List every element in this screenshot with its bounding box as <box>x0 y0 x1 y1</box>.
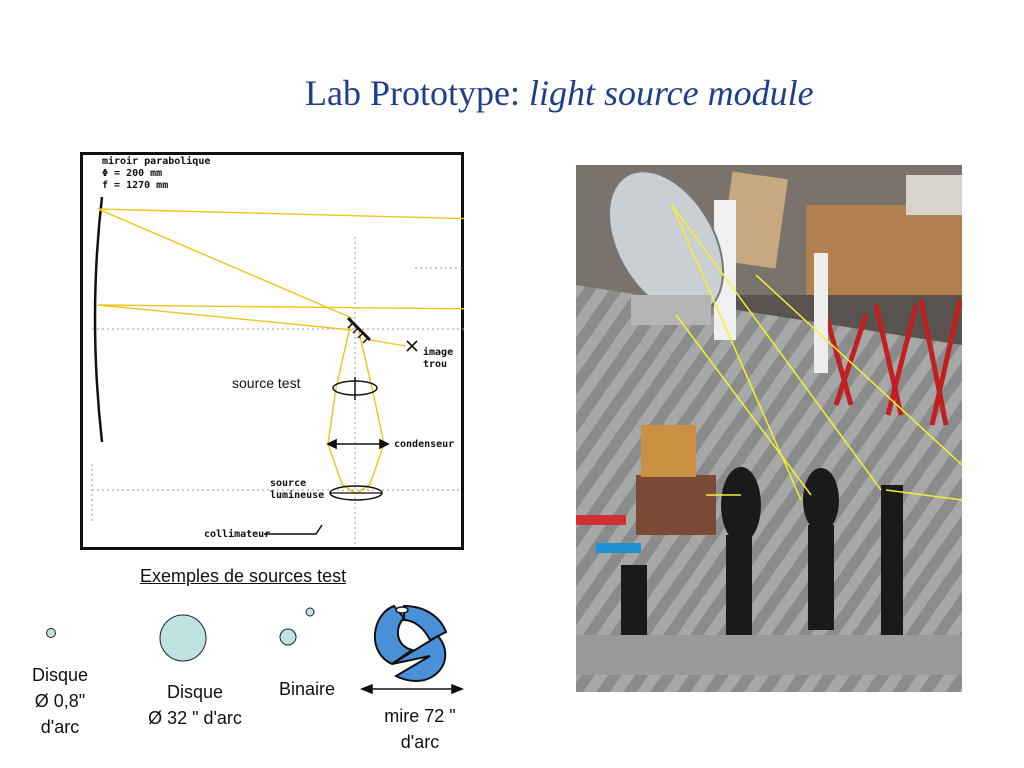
image-label: image <box>423 346 453 358</box>
trou-label: trou <box>423 359 447 370</box>
title-main: Lab Prototype: <box>305 73 529 113</box>
mirror-f: f = 1270 mm <box>102 180 168 191</box>
small-disk-source <box>46 628 56 638</box>
binary-source-large <box>279 628 297 646</box>
page-title: Lab Prototype: light source module <box>305 72 814 114</box>
disque-large-label: Disque Ø 32 " d'arc <box>148 682 242 728</box>
source-test-label: source test <box>232 375 301 391</box>
lamp-housing <box>636 475 716 535</box>
disque-small-label: Disque Ø 0,8" d'arc <box>31 665 89 737</box>
red-stands <box>823 299 962 426</box>
optical-bench <box>576 285 962 692</box>
binary-source-small <box>305 607 315 617</box>
title-italic: light source module <box>528 73 814 113</box>
collimateur-label: collimateur <box>204 528 270 540</box>
mire-scale-arrow <box>359 683 465 695</box>
condenseur-label: condenseur <box>394 439 454 450</box>
mirror-phi: Φ = 200 mm <box>102 168 162 179</box>
optical-diagram: miroir parabolique Φ = 200 mm f = 1270 m… <box>80 152 464 550</box>
binaire-label: Binaire <box>278 679 336 699</box>
parabolic-mirror <box>93 196 104 443</box>
large-disk-source <box>159 614 207 662</box>
collimator-pointer <box>264 524 323 535</box>
optical-mounts <box>621 467 903 655</box>
examples-heading: Exemples de sources test <box>140 566 347 586</box>
diagram-frame <box>80 152 464 550</box>
condenser-arrow <box>326 438 390 450</box>
folding-mirror <box>346 316 372 344</box>
source-label-2: lumineuse <box>270 489 324 501</box>
prototype-photo <box>576 165 962 692</box>
pinhole-cross <box>406 340 418 352</box>
laser-rays <box>671 204 962 501</box>
mire-target <box>374 604 448 682</box>
mire-label: mire 72 " d'arc <box>384 706 456 752</box>
source-label-1: source <box>270 478 306 489</box>
mirror-label: miroir parabolique <box>102 155 210 167</box>
